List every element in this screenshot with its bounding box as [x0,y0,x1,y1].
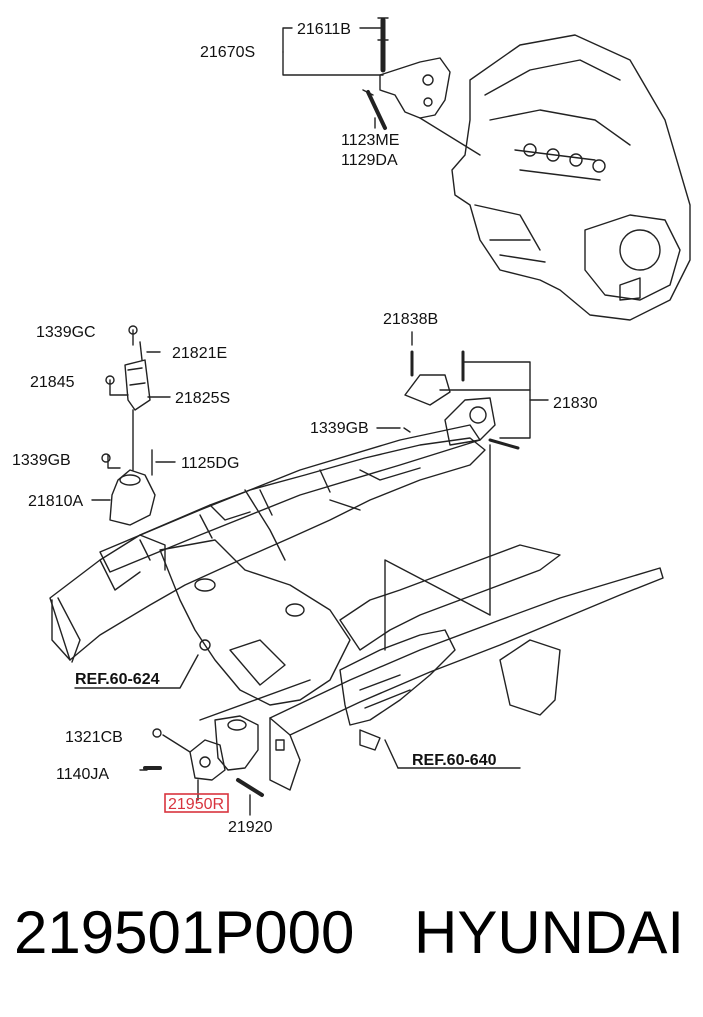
parts-diagram: 21611B 21670S 1123ME 1129DA 1339GC 21821… [12,17,691,836]
label-1123ME: 1123ME [341,132,399,149]
top-mount-bracket [362,17,451,130]
label-21845: 21845 [30,374,75,391]
label-1339GB-left: 1339GB [12,452,71,469]
side-rail-right [269,567,664,791]
label-1321CB: 1321CB [65,729,123,746]
brand-name: HYUNDAI [414,899,685,966]
label-1339GB-right: 1339GB [310,420,369,437]
part-number: 219501P000 [14,899,355,966]
label-1125DG: 1125DG [181,455,239,472]
label-21920: 21920 [228,819,273,836]
highlight-box-21950R [164,793,229,813]
ref-60-624: REF.60-624 [75,671,160,688]
ref-60-640: REF.60-640 [412,752,497,769]
label-21830: 21830 [553,395,598,412]
label-21810A: 21810A [28,493,83,510]
side-rail-left [99,424,481,573]
left-mount [101,325,156,526]
label-21838B: 21838B [383,311,438,328]
part-labels: 21611B 21670S 1123ME 1129DA 1339GC 21821… [12,21,598,836]
label-21611B: 21611B [297,21,351,38]
label-1339GC: 1339GC [36,324,96,341]
label-21670S: 21670S [200,44,255,61]
label-1129DA: 1129DA [341,152,398,169]
label-21821E: 21821E [172,345,227,362]
subframe [49,437,561,706]
engine-block [451,34,691,321]
label-1140JA: 1140JA [56,766,109,783]
right-mount [403,350,520,450]
label-21950R: 21950R [168,796,224,813]
label-21825S: 21825S [175,390,230,407]
transmission-mount [143,715,264,797]
